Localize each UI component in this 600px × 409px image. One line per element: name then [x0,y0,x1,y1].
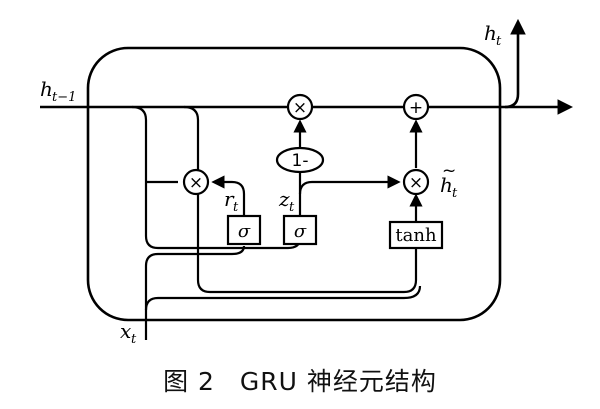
svg-text:r: r [224,187,235,211]
add-op: + [402,93,430,121]
x-to-sigma-r [158,245,246,256]
sigma-z-label: σ [294,221,307,242]
svg-text:t: t [496,34,502,49]
one-minus-op: 1- [275,146,325,174]
output-branch [504,18,526,109]
mul-top-op: × [286,93,314,121]
svg-text:h: h [484,21,497,45]
mul-reset-op: × [182,168,210,196]
x-to-lower [144,285,422,311]
svg-text:x: x [120,319,131,343]
z-label: z t [278,187,295,215]
x-input-line [144,252,159,340]
r-arrow [211,175,246,216]
mul-top-label: × [293,98,307,118]
svg-text:z: z [278,187,290,211]
h-tilde-label: h ~ t [440,161,458,201]
svg-text:t: t [452,186,458,201]
svg-text:h: h [440,173,453,197]
mul-update-op: × [402,168,430,196]
figure-number: 图 2 [163,367,215,396]
h-prev-to-tanh [183,105,418,294]
svg-text:t−1: t−1 [52,90,76,105]
h-prev-to-z [131,105,302,250]
svg-text:t: t [233,200,239,215]
cell-boundary [86,46,502,322]
x-in-label: x t [120,319,137,347]
z-to-update-mul [298,175,401,195]
figure-title: GRU 神经元结构 [239,367,437,396]
tanh-label: tanh [395,225,437,246]
figure-caption: 图 2 GRU 神经元结构 [0,362,600,402]
svg-text:~: ~ [442,161,456,181]
mul-update-label: × [409,173,423,193]
gru-diagram: × + × × 1- σ σ tanh h t−1 h t x t r [40,18,574,347]
r-label: r t [224,187,239,215]
tanh-box: tanh [388,220,444,250]
svg-text:h: h [40,77,53,101]
sigma-z-box: σ [282,214,318,246]
h-out-label: h t [484,21,502,49]
svg-text:t: t [289,200,295,215]
h-prev-label: h t−1 [40,77,76,105]
sigma-r-box: σ [226,214,262,246]
sigma-r-label: σ [238,221,251,242]
svg-text:t: t [131,332,137,347]
mul-reset-label: × [189,173,203,193]
one-minus-label: 1- [292,151,309,171]
add-label: + [409,98,423,118]
